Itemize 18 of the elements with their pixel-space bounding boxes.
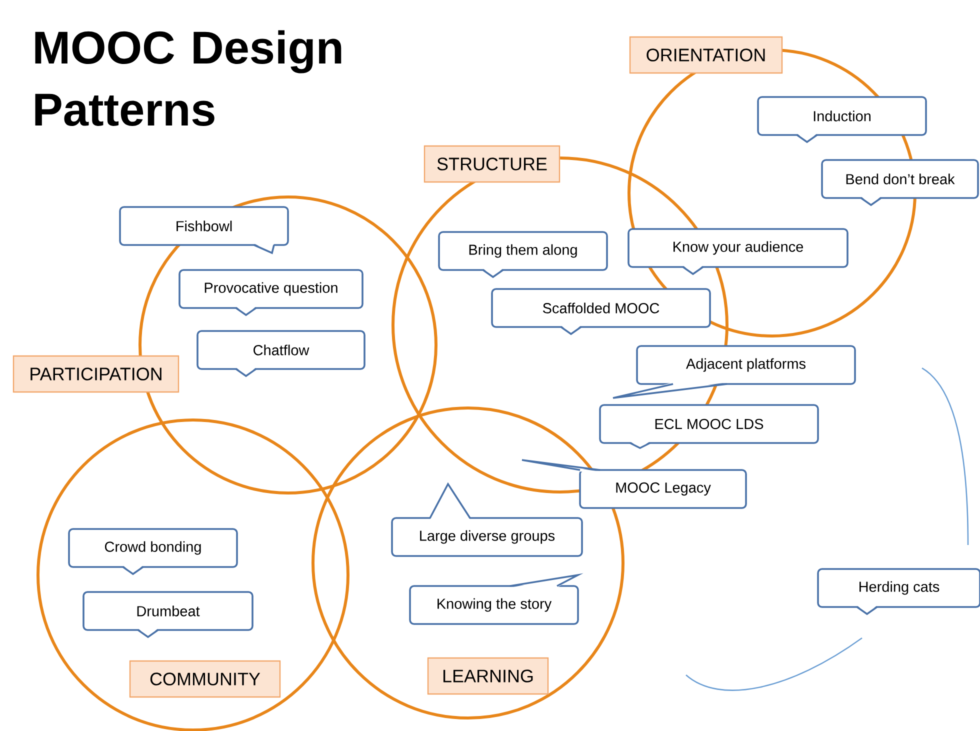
speech-bubble: Induction xyxy=(757,96,927,144)
speech-bubble: ECL MOOC LDS xyxy=(599,404,819,450)
speech-bubble: Knowing the story xyxy=(409,573,584,625)
speech-bubble: Crowd bonding xyxy=(68,528,238,576)
speech-bubble: Fishbowl xyxy=(119,206,289,254)
speech-bubble: MOOC Legacy xyxy=(521,459,747,509)
speech-bubble: Herding cats xyxy=(817,568,980,616)
title: MOOC Design Patterns xyxy=(35,30,342,126)
speech-bubble: Large diverse groups xyxy=(391,482,583,557)
speech-bubble: Drumbeat xyxy=(82,591,254,638)
speech-bubble: Chatflow xyxy=(196,330,366,378)
node-label: PARTICIPATION xyxy=(30,368,162,380)
speech-bubble: Scaffolded MOOC xyxy=(491,288,711,336)
speech-bubble: Provocative question xyxy=(178,269,364,316)
speech-bubble: Know your audience xyxy=(628,228,848,276)
speech-bubble: Adjacent platforms xyxy=(612,345,856,399)
speech-bubble: Bring them along xyxy=(438,231,608,278)
speech-bubble: Bend don’t break xyxy=(821,159,979,206)
